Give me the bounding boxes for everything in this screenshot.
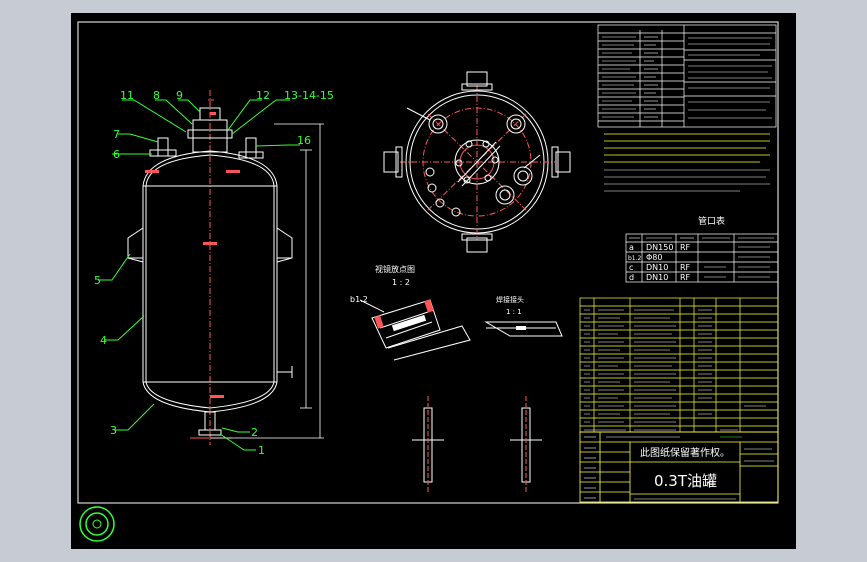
parts-list-fine-print (584, 309, 766, 431)
callout-5: 5 (94, 274, 101, 287)
nozzle-face-d: RF (680, 273, 691, 282)
drawing-title: 0.3T油罐 (654, 472, 717, 490)
title-block-fine-print (584, 436, 774, 500)
nozzle-mark-c: c (629, 263, 633, 272)
nozzle-table-title: 管口表 (698, 215, 725, 227)
nozzle-face-a: RF (680, 243, 691, 252)
nozzle-mark-b: b1.2 (628, 255, 642, 262)
weld-detail-title: 焊接接头 (496, 295, 524, 304)
technical-notes-secondary (604, 169, 770, 192)
nozzle-table-rows: a DN150 RF b1.2 Φ80 c DN10 RF d DN10 RF (628, 243, 691, 282)
title-block-notice: 此图纸保留著作权。 (640, 446, 730, 459)
callout-leaders (98, 99, 300, 451)
section-details (412, 396, 542, 494)
detail-view-title: 视镜放点图 (375, 264, 415, 274)
technical-notes (604, 133, 770, 163)
detail-view-mark: b1.2 (350, 295, 368, 304)
nozzle-size-d: DN10 (646, 273, 668, 282)
nozzle-size-b: Φ80 (646, 253, 662, 262)
vessel-dimension-notes (145, 112, 240, 398)
technical-spec-table (597, 24, 777, 128)
callout-1: 1 (258, 444, 265, 457)
callout-12: 12 (256, 89, 270, 102)
nozzle-size-c: DN10 (646, 263, 668, 272)
callout-11: 11 (120, 89, 134, 102)
nozzle-table-header-print (629, 237, 774, 278)
callout-3: 3 (110, 424, 117, 437)
callout-labels: 11 8 9 12 13-14-15 7 6 16 5 4 3 2 1 (94, 89, 334, 457)
nozzle-size-a: DN150 (646, 243, 673, 252)
weld-detail (484, 321, 563, 337)
nozzle-mark-d: d (629, 273, 634, 282)
callout-16: 16 (297, 134, 311, 147)
callout-6: 6 (113, 148, 120, 161)
logo-icon (79, 506, 115, 542)
callout-8: 8 (153, 89, 160, 102)
nozzle-face-c: RF (680, 263, 691, 272)
callout-2: 2 (251, 426, 258, 439)
callout-9: 9 (176, 89, 183, 102)
callout-4: 4 (100, 334, 107, 347)
callout-7: 7 (113, 128, 120, 141)
callout-13-14-15: 13-14-15 (284, 89, 334, 102)
vessel-dimensions (210, 123, 324, 439)
drawing-area (71, 13, 796, 549)
title-block (579, 431, 779, 503)
parts-list (579, 297, 779, 433)
vessel-top-view (383, 71, 571, 253)
weld-detail-scale: 1 : 1 (506, 308, 522, 316)
nozzle-mark-a: a (629, 243, 634, 252)
nozzle-table (625, 233, 779, 283)
sight-glass-detail (359, 299, 471, 361)
spec-table-fine-print (602, 36, 772, 119)
detail-view-scale: 1 : 2 (392, 278, 410, 287)
